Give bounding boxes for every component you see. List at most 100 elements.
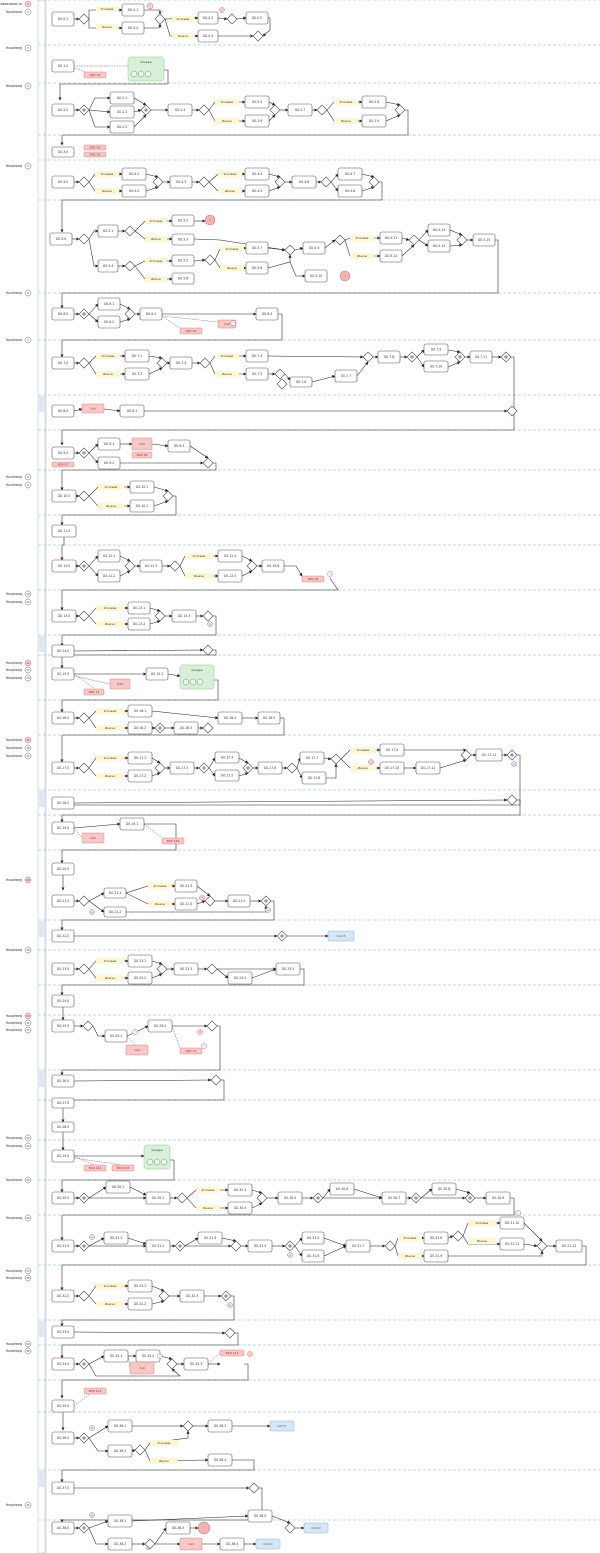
task-node[interactable]: G0.32.3 [179, 1289, 205, 1303]
task-node[interactable]: G0.30.1 [105, 1180, 131, 1194]
task-node[interactable]: G0.5.11 [379, 231, 403, 245]
task-box[interactable] [127, 769, 153, 783]
task-box[interactable] [145, 1239, 171, 1253]
error-node[interactable]: Call [179, 1537, 203, 1551]
task-box[interactable] [51, 1325, 75, 1339]
task-node[interactable]: G0.31.12 [555, 1239, 583, 1253]
task-box[interactable] [423, 360, 449, 373]
task-box[interactable] [51, 559, 77, 573]
task-node[interactable]: G0.17.9 [379, 743, 405, 757]
group-node[interactable]: Gruppe [143, 1144, 171, 1170]
final-node[interactable]: G0.37 [269, 1420, 295, 1432]
task-box[interactable] [109, 91, 135, 105]
task-node[interactable]: G0.23.0 [51, 962, 75, 976]
task-node[interactable]: G0.2.0 [51, 103, 75, 117]
task-box[interactable] [379, 249, 403, 263]
task-node[interactable]: G0.7.10 [423, 360, 449, 373]
task-node[interactable]: G0.7.1 [124, 349, 150, 363]
task-node[interactable]: G0.16.3 [173, 721, 199, 735]
task-box[interactable] [127, 751, 153, 765]
task-box[interactable] [415, 761, 441, 775]
task-box[interactable] [469, 350, 493, 364]
task-box[interactable] [107, 1537, 133, 1551]
task-node[interactable]: G0.4.7 [337, 167, 363, 181]
task-box[interactable] [129, 480, 155, 494]
task-box[interactable] [51, 761, 75, 775]
error-node[interactable]: ERR 104 [83, 1387, 107, 1395]
task-node[interactable]: G0.17.10 [379, 761, 405, 775]
task-node[interactable]: G0.31.3 [197, 1231, 223, 1245]
task-node[interactable]: G0.27.0 [51, 1097, 75, 1109]
task-node[interactable]: G0.5.5 [171, 254, 195, 267]
error-node[interactable]: ERR 125 [111, 1164, 135, 1172]
task-box[interactable] [245, 11, 269, 25]
error-node[interactable]: Call [81, 403, 105, 414]
task-box[interactable] [299, 751, 325, 765]
error-box[interactable] [83, 688, 105, 696]
task-box[interactable] [245, 349, 269, 363]
task-box[interactable] [377, 350, 401, 364]
task-node[interactable]: G0.7.4 [245, 349, 269, 363]
task-node[interactable]: G0.21.4 [174, 897, 198, 911]
task-box[interactable] [51, 894, 75, 908]
task-box[interactable] [103, 887, 127, 899]
task-node[interactable]: G0.7.3 [169, 356, 193, 370]
task-node[interactable]: G0.12.2 [97, 569, 121, 583]
error-box[interactable] [83, 144, 107, 151]
task-node[interactable]: G0.2.5 [244, 95, 270, 109]
task-node[interactable]: G0.13.1 [127, 601, 151, 615]
task-node[interactable]: G0.31.10 [499, 1216, 525, 1230]
task-box[interactable] [51, 796, 75, 810]
task-box[interactable] [183, 1357, 209, 1371]
task-node[interactable]: G0.2.8 [361, 95, 387, 109]
task-node[interactable]: G0.10.1 [129, 480, 155, 494]
task-box[interactable] [121, 21, 145, 35]
task-node[interactable]: G0.31.5 [301, 1231, 325, 1245]
task-node[interactable]: G0.25.1 [104, 1029, 128, 1043]
task-box[interactable] [275, 962, 301, 976]
task-box[interactable] [472, 233, 496, 247]
task-box[interactable] [197, 11, 219, 25]
task-node[interactable]: G0.4.2 [121, 184, 147, 198]
task-node[interactable]: G0.4.5 [244, 184, 270, 198]
task-node[interactable]: G0.0.2 [121, 21, 145, 35]
task-node[interactable]: G0.31.4 [247, 1239, 273, 1253]
task-node[interactable]: G0.30.2 [145, 1191, 171, 1205]
task-node[interactable]: G0.26.0 [51, 1074, 75, 1088]
task-box[interactable] [97, 297, 121, 311]
task-box[interactable] [301, 771, 327, 785]
task-node[interactable]: G0.34.3 [183, 1357, 209, 1371]
task-node[interactable]: G0.9.1 [97, 437, 121, 451]
task-box[interactable] [51, 175, 75, 189]
task-node[interactable]: G0.32.0 [51, 1289, 75, 1303]
error-box[interactable] [51, 461, 75, 468]
task-node[interactable]: G0.10.0 [51, 489, 77, 503]
task-node[interactable]: G0.38.0 [51, 1521, 75, 1535]
task-box[interactable] [227, 1201, 253, 1215]
task-node[interactable]: G0.5.4 [97, 259, 119, 273]
error-box[interactable] [125, 1044, 149, 1056]
task-box[interactable] [337, 184, 363, 198]
task-node[interactable]: G0.15.1 [145, 667, 169, 681]
task-node[interactable]: G0.12.4 [217, 549, 243, 563]
task-box[interactable] [257, 761, 283, 775]
task-node[interactable]: G0.30.3 [227, 1183, 253, 1197]
task-box[interactable] [171, 272, 195, 285]
task-box[interactable] [304, 269, 328, 283]
error-box[interactable] [83, 151, 107, 158]
task-box[interactable] [499, 1216, 525, 1230]
task-box[interactable] [51, 1149, 75, 1163]
task-box[interactable] [51, 1074, 75, 1088]
task-box[interactable] [51, 962, 75, 976]
task-box[interactable] [103, 906, 127, 918]
task-box[interactable] [301, 1249, 325, 1263]
task-box[interactable] [423, 1249, 449, 1263]
task-node[interactable]: G0.5.7 [245, 241, 269, 255]
error-box[interactable] [83, 1387, 107, 1395]
task-node[interactable]: G0.4.0 [51, 175, 75, 189]
task-node[interactable]: G0.5.10 [304, 269, 328, 283]
task-box[interactable] [51, 1521, 75, 1535]
task-node[interactable]: G0.23.3 [173, 962, 199, 976]
task-box[interactable] [51, 356, 75, 370]
task-node[interactable]: G0.5.3 [171, 233, 195, 246]
